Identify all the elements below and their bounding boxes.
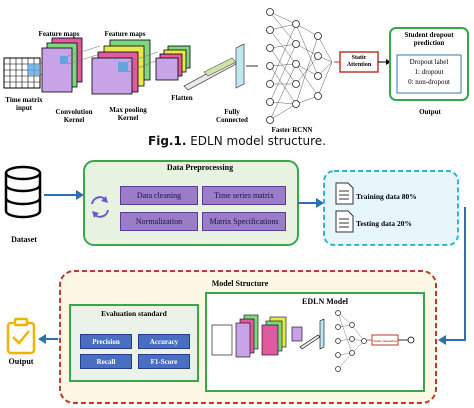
data-split-box — [323, 170, 459, 246]
feature-maps-label-2: Feature maps — [104, 30, 146, 38]
model-structure-title: Model Structure — [211, 279, 269, 288]
fig2-output-label: Output — [8, 357, 34, 366]
fully-connected-label: Fully Connected — [216, 108, 248, 124]
max-pooling-label: Max pooling Kernel — [109, 106, 147, 122]
edln-static-attention-label: Static Attention — [373, 339, 397, 343]
preprocessing-title: Data Preprocessing — [166, 163, 234, 172]
flatten-label: Flatten — [171, 94, 193, 102]
prediction-line-2: 1: dropout — [414, 68, 444, 76]
prediction-title: Student dropout prediction — [404, 31, 454, 47]
metric-accuracy: Accuracy — [138, 334, 190, 349]
preprocessing-item-normalization: Normalization — [120, 212, 198, 231]
convolution-kernel-label: Convolution Kernel — [55, 108, 93, 124]
clipboard-check-icon — [6, 317, 36, 355]
preprocessing-item-data-cleaning: Data cleaning — [120, 186, 198, 205]
training-data-label: Training data 80% — [356, 192, 417, 201]
fig1-diagram — [3, 8, 469, 124]
edln-model-title: EDLN Model — [302, 297, 348, 306]
feature-maps-stack-2 — [91, 39, 151, 95]
preprocessing-item-time-series: Time series matrix — [202, 186, 286, 205]
document-icon-test — [335, 210, 354, 233]
flatten-bar — [183, 57, 237, 91]
document-icon-train — [335, 182, 354, 205]
feature-maps-stack-1 — [41, 37, 83, 93]
faster-rcnn-label: Faster RCNN — [271, 126, 313, 134]
prediction-line-3: 0: non-dropout — [408, 78, 450, 86]
fig1-caption-text: EDLN model structure. — [186, 134, 326, 148]
fully-connected-bar — [235, 43, 245, 89]
fig1-caption-prefix: Fig.1. — [148, 134, 187, 148]
time-matrix-grid — [3, 57, 41, 89]
dataset-label: Dataset — [11, 235, 37, 244]
metric-precision: Precision — [80, 334, 132, 349]
evaluation-title: Evaluation standard — [101, 309, 167, 318]
faster-rcnn-network — [269, 11, 333, 121]
prediction-line-1: Dropout label — [409, 58, 449, 66]
edln-conv-layers — [211, 314, 325, 358]
fig1-caption: Fig.1. EDLN model structure. — [0, 134, 474, 148]
metric-recall: Recall — [80, 354, 132, 369]
metric-f1-score: F1-Score — [138, 354, 190, 369]
feature-maps-label-1: Feature maps — [38, 30, 80, 38]
static-attention-label: Static Attention — [346, 55, 372, 68]
preprocessing-item-matrix-spec: Matrix Specifications — [202, 212, 286, 231]
faster-rcnn-nodes — [266, 8, 322, 124]
time-matrix-label: Time matrix input — [5, 96, 43, 112]
testing-data-label: Testing data 20% — [356, 219, 412, 228]
pooled-maps — [155, 45, 191, 81]
fig1-output-label: Output — [419, 108, 441, 116]
database-icon — [4, 165, 42, 219]
